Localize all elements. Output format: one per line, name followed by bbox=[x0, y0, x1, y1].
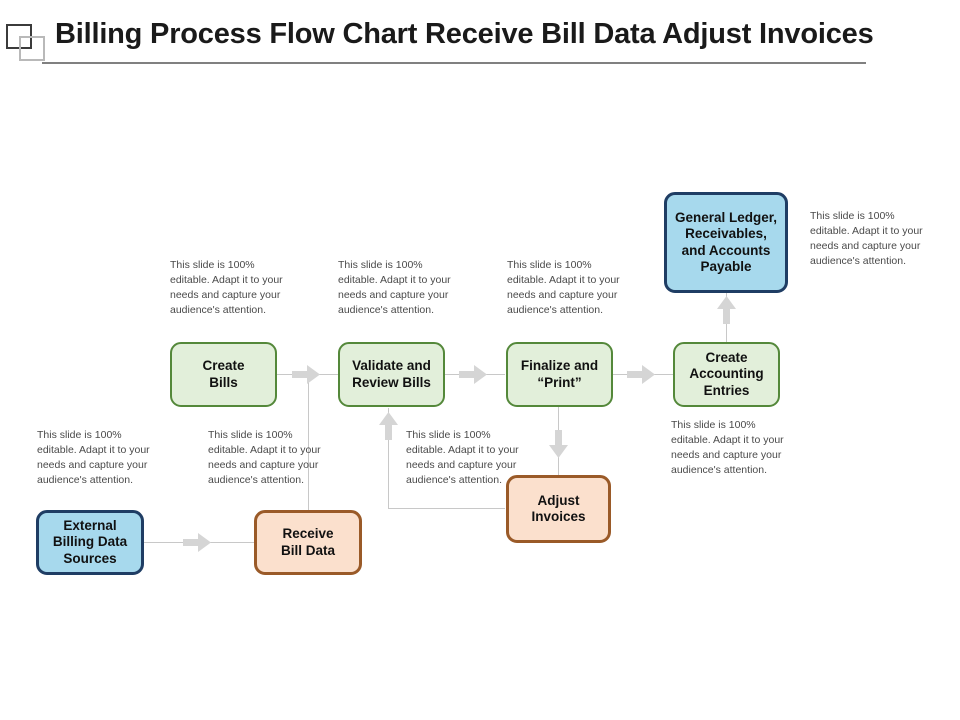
node-finalize-and-print[interactable]: Finalize and “Print” bbox=[506, 342, 613, 407]
note-external-billing-data-sources: This slide is 100% editable. Adapt it to… bbox=[37, 429, 150, 486]
note-adjust-invoices: This slide is 100% editable. Adapt it to… bbox=[406, 429, 519, 486]
note-create-bills: This slide is 100% editable. Adapt it to… bbox=[170, 259, 283, 316]
arrow-finalize-to-adjust bbox=[549, 430, 568, 458]
arrow-finalize-to-accounting bbox=[627, 365, 655, 384]
arrow-validate-to-finalize bbox=[459, 365, 487, 384]
arrow-createbills-to-validate bbox=[292, 365, 320, 384]
connector-adjust-up-to-validate bbox=[388, 408, 389, 508]
node-receive-bill-data[interactable]: Receive Bill Data bbox=[254, 510, 362, 575]
page-title: Billing Process Flow Chart Receive Bill … bbox=[55, 18, 874, 50]
node-external-billing-data-sources[interactable]: External Billing Data Sources bbox=[36, 510, 144, 575]
arrow-accounting-to-ledger bbox=[717, 296, 736, 324]
note-finalize-and-print: This slide is 100% editable. Adapt it to… bbox=[507, 259, 620, 316]
node-validate-and-review-bills[interactable]: Validate and Review Bills bbox=[338, 342, 445, 407]
note-receive-bill-data: This slide is 100% editable. Adapt it to… bbox=[208, 429, 321, 486]
connector-adjust-left bbox=[388, 508, 505, 509]
arrow-adjust-to-validate bbox=[379, 412, 398, 440]
note-create-accounting-entries: This slide is 100% editable. Adapt it to… bbox=[671, 419, 784, 476]
node-general-ledger-receivables-accounts-payable[interactable]: General Ledger, Receivables, and Account… bbox=[664, 192, 788, 293]
two-overlapping-squares-icon bbox=[6, 24, 46, 62]
arrow-external-to-receive bbox=[183, 533, 211, 552]
note-validate-and-review-bills: This slide is 100% editable. Adapt it to… bbox=[338, 259, 451, 316]
title-divider bbox=[42, 62, 866, 64]
node-create-accounting-entries[interactable]: Create Accounting Entries bbox=[673, 342, 780, 407]
node-create-bills[interactable]: Create Bills bbox=[170, 342, 277, 407]
connector-receive-up bbox=[308, 374, 309, 510]
node-adjust-invoices[interactable]: Adjust Invoices bbox=[506, 475, 611, 543]
note-general-ledger: This slide is 100% editable. Adapt it to… bbox=[810, 210, 923, 267]
